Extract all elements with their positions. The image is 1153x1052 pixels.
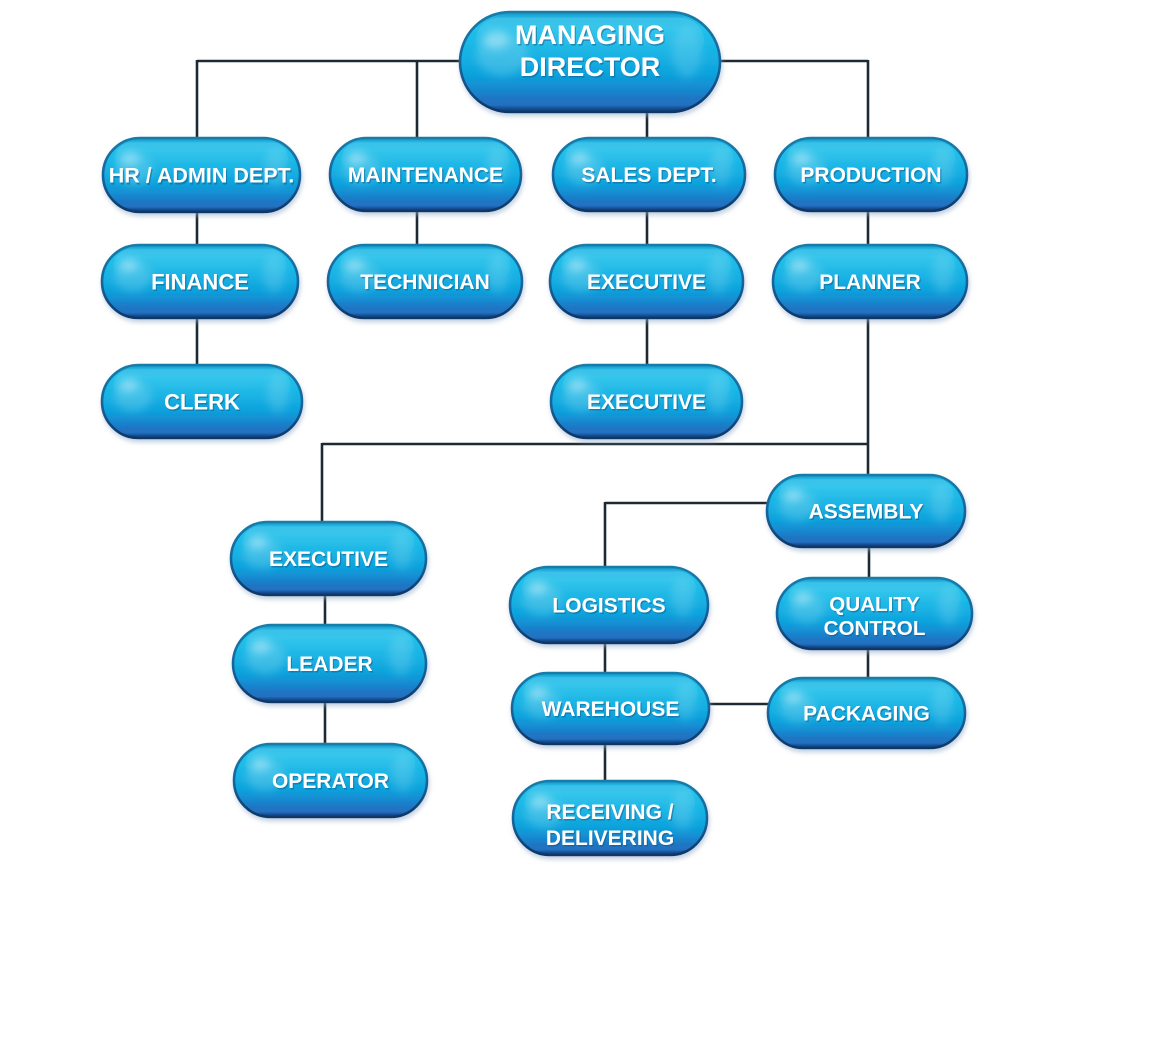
svg-text:DIRECTOR: DIRECTOR [521, 54, 662, 84]
svg-text:CONTROL: CONTROL [824, 617, 926, 640]
svg-text:CLERK: CLERK [164, 389, 240, 414]
svg-text:OPERATOR: OPERATOR [272, 770, 389, 793]
svg-text:PACKAGING: PACKAGING [803, 703, 930, 726]
svg-text:OPERATOR: OPERATOR [273, 772, 390, 795]
svg-text:FINANCE: FINANCE [151, 269, 249, 294]
svg-text:MAINTENANCE: MAINTENANCE [349, 166, 504, 189]
svg-text:TECHNICIAN: TECHNICIAN [361, 273, 491, 296]
svg-text:PRODUCTION: PRODUCTION [802, 166, 943, 189]
svg-text:LOGISTICS: LOGISTICS [552, 595, 665, 618]
svg-text:DIRECTOR: DIRECTOR [520, 52, 661, 82]
svg-text:DELIVERING: DELIVERING [546, 827, 674, 850]
svg-text:EXECUTIVE: EXECUTIVE [269, 548, 388, 571]
svg-text:LOGISTICS: LOGISTICS [554, 596, 667, 619]
svg-text:EXECUTIVE: EXECUTIVE [587, 391, 706, 414]
svg-text:HR / ADMIN DEPT.: HR / ADMIN DEPT. [109, 164, 295, 188]
svg-text:QUALITY: QUALITY [829, 593, 920, 616]
svg-text:SALES DEPT.: SALES DEPT. [583, 166, 718, 189]
svg-text:PLANNER: PLANNER [820, 273, 922, 296]
svg-text:EXECUTIVE: EXECUTIVE [587, 271, 706, 294]
svg-text:EXECUTIVE: EXECUTIVE [588, 393, 707, 416]
svg-text:PLANNER: PLANNER [819, 271, 921, 294]
svg-text:WAREHOUSE: WAREHOUSE [542, 698, 680, 721]
svg-text:QUALITY: QUALITY [831, 595, 922, 618]
svg-text:SALES DEPT.: SALES DEPT. [581, 164, 716, 187]
svg-text:WAREHOUSE: WAREHOUSE [543, 700, 681, 723]
svg-text:MAINTENANCE: MAINTENANCE [348, 164, 503, 187]
svg-text:FINANCE: FINANCE [152, 271, 250, 296]
svg-text:ASSEMBLY: ASSEMBLY [810, 502, 925, 525]
svg-text:DELIVERING: DELIVERING [547, 829, 675, 852]
svg-text:LEADER: LEADER [286, 653, 372, 676]
svg-text:MANAGING: MANAGING [516, 22, 666, 52]
svg-text:PRODUCTION: PRODUCTION [800, 164, 941, 187]
svg-text:EXECUTIVE: EXECUTIVE [270, 550, 389, 573]
svg-text:MANAGING: MANAGING [515, 20, 665, 50]
svg-text:LEADER: LEADER [288, 655, 374, 678]
svg-text:RECEIVING /: RECEIVING / [546, 801, 673, 824]
svg-text:CONTROL: CONTROL [825, 619, 927, 642]
svg-text:TECHNICIAN: TECHNICIAN [360, 271, 490, 294]
svg-text:EXECUTIVE: EXECUTIVE [588, 273, 707, 296]
svg-text:HR / ADMIN DEPT.: HR / ADMIN DEPT. [110, 165, 296, 189]
svg-text:ASSEMBLY: ASSEMBLY [809, 501, 924, 524]
svg-text:CLERK: CLERK [165, 391, 241, 416]
svg-text:RECEIVING /: RECEIVING / [548, 803, 675, 826]
svg-text:PACKAGING: PACKAGING [804, 704, 931, 727]
